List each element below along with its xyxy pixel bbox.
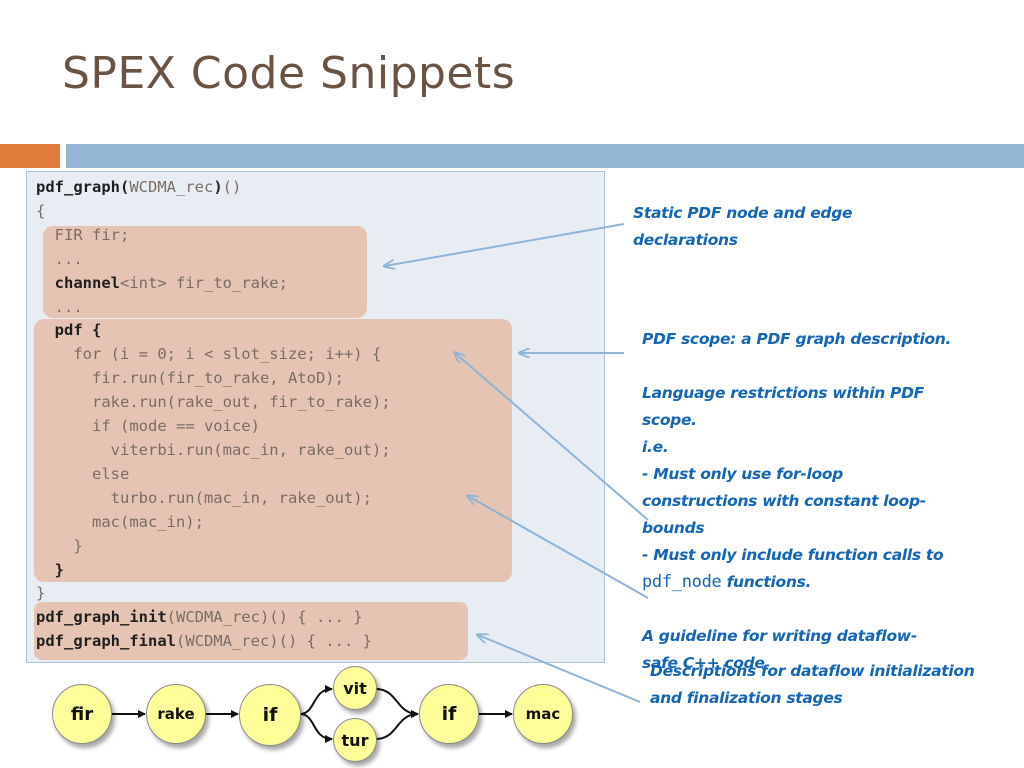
code-token: }	[36, 536, 83, 555]
code-token: rake.run(rake_out, fir_to_rake);	[36, 393, 391, 412]
code-token: pdf_graph_init	[36, 608, 167, 627]
code-line: mac(mac_in);	[36, 513, 204, 531]
slide-title: SPEX Code Snippets	[62, 48, 516, 99]
code-token: fir.run(fir_to_rake, AtoD);	[36, 369, 344, 388]
code-line: if (mode == voice)	[36, 417, 260, 435]
arrow-for-loop	[455, 353, 649, 521]
arrow-static-decl	[385, 223, 625, 266]
init-final-highlight	[34, 602, 468, 660]
node-tur: tur	[333, 718, 377, 762]
code-line: pdf_graph(WCDMA_rec)()	[36, 178, 241, 196]
pdf-scope-highlight	[34, 319, 512, 582]
edge-if-tur	[299, 713, 333, 743]
node-vit: vit	[333, 666, 377, 710]
node-fir: fir	[52, 684, 112, 744]
code-token: if (mode == voice)	[36, 417, 260, 436]
code-line: viterbi.run(mac_in, rake_out);	[36, 441, 391, 459]
code-token: ()	[222, 178, 242, 196]
code-token: }	[36, 584, 46, 603]
code-line: pdf_graph_final(WCDMA_rec)() { ... }	[36, 632, 372, 650]
code-line: for (i = 0; i < slot_size; i++) {	[36, 345, 381, 363]
code-line: }	[36, 561, 64, 579]
accent-bar-blue	[66, 144, 1024, 168]
code-token: pdf {	[54, 321, 102, 340]
code-token: for (i = 0; i < slot_size; i++) {	[36, 345, 382, 364]
pdf-node-code: pdf_node	[642, 572, 722, 592]
decl-highlight	[43, 226, 367, 318]
code-token: {	[36, 201, 46, 220]
code-line: FIR fir;	[36, 225, 130, 244]
code-line: }	[36, 536, 83, 555]
code-line: rake.run(rake_out, fir_to_rake);	[36, 393, 391, 411]
accent-bar-orange	[0, 144, 60, 168]
code-token: viterbi.run(mac_in, rake_out);	[36, 440, 391, 459]
code-token: (WCDMA_rec)() { ... }	[166, 608, 363, 627]
code-line: ...	[36, 298, 83, 316]
node-mac: mac	[513, 684, 573, 744]
code-token: turbo.run(mac_in, rake_out);	[36, 488, 372, 507]
node-if-join: if	[419, 684, 479, 744]
code-token: (WCDMA_rec)() { ... }	[175, 632, 372, 651]
code-line: turbo.run(mac_in, rake_out);	[36, 489, 372, 507]
code-token: channel	[54, 273, 120, 292]
code-token: pdf_graph_final	[36, 632, 176, 651]
edge-tur-if	[375, 710, 419, 740]
code-token: FIR fir;	[36, 225, 130, 244]
code-token: pdf_graph(	[36, 178, 130, 196]
code-block: pdf_graph(WCDMA_rec)() { FIR fir; ... ch…	[36, 176, 391, 654]
code-line: pdf_graph_init(WCDMA_rec)() { ... }	[36, 608, 363, 626]
code-token: )	[213, 178, 223, 196]
code-token: ...	[36, 297, 83, 316]
code-line: }	[36, 584, 45, 602]
edge-vit-if	[375, 688, 419, 718]
code-token: ...	[36, 249, 83, 268]
code-token: mac(mac_in);	[36, 512, 204, 531]
node-if-split: if	[239, 684, 301, 746]
arrow-init-final	[478, 635, 641, 703]
code-token: WCDMA_rec	[129, 178, 214, 196]
code-token: else	[36, 464, 130, 483]
note-init-final: Descriptions for dataflow initialization…	[650, 662, 975, 707]
code-line: pdf {	[36, 321, 102, 340]
code-token: <int> fir_to_rake;	[120, 273, 288, 292]
arrow-function-calls	[468, 496, 649, 599]
code-line: ...	[36, 250, 83, 268]
code-line: fir.run(fir_to_rake, AtoD);	[36, 369, 344, 387]
note-static-declarations: Static PDF node and edge declarations	[633, 204, 853, 249]
code-line: else	[36, 465, 129, 483]
code-line: channel<int> fir_to_rake;	[36, 274, 288, 292]
code-line: {	[36, 202, 45, 220]
edge-if-vit	[299, 685, 333, 715]
code-token: }	[54, 560, 65, 579]
node-rake: rake	[146, 684, 206, 744]
note-pdf-scope: PDF scope: a PDF graph description. Lang…	[642, 330, 952, 672]
